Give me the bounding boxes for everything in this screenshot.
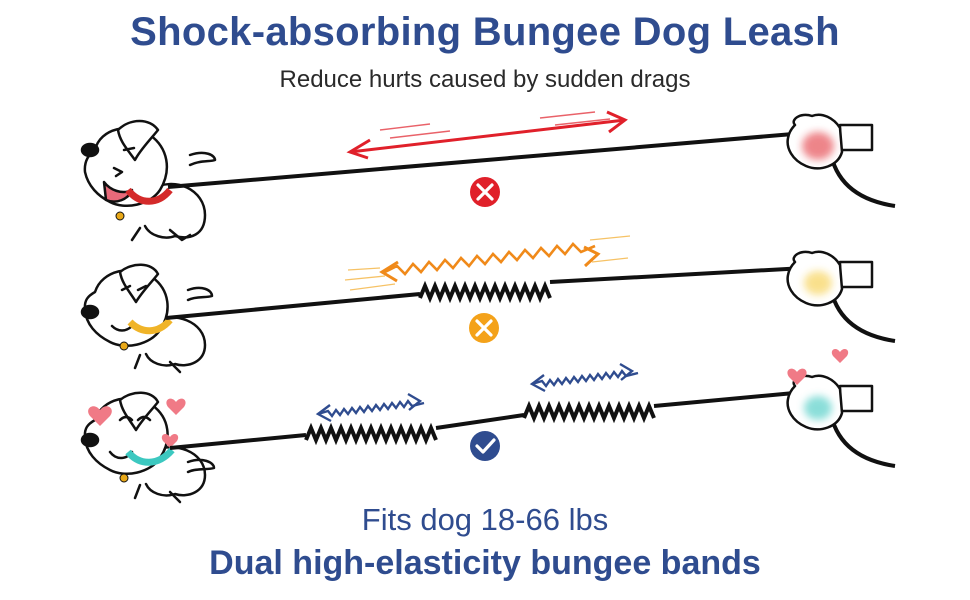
tension-arrow-red <box>349 118 626 154</box>
page-title: Shock-absorbing Bungee Dog Leash <box>130 10 840 54</box>
collar-red <box>125 187 173 205</box>
heart-icon <box>166 398 186 415</box>
tension-arrow-blue <box>529 362 639 393</box>
x-circle-icon <box>469 313 499 343</box>
row-single-bungee <box>80 235 896 374</box>
heart-icon <box>787 368 807 385</box>
collar-tag <box>115 211 125 221</box>
row-dual-bungee <box>80 349 896 504</box>
bungee-coil <box>418 280 552 304</box>
check-circle-icon <box>470 431 500 461</box>
dog-pained-illustration <box>80 119 217 242</box>
page-subtitle: Reduce hurts caused by sudden drags <box>279 66 691 93</box>
tension-arrow-blue <box>315 392 425 423</box>
feature-text: Dual high-elasticity bungee bands <box>209 544 761 582</box>
x-circle-icon <box>470 177 500 207</box>
row-no-bungee <box>80 110 896 242</box>
heart-icon <box>88 406 112 426</box>
bungee-coil-2 <box>522 400 656 424</box>
collar-teal <box>125 447 175 466</box>
heart-icon <box>831 349 849 363</box>
tension-arrow-orange <box>384 242 596 276</box>
heart-icon <box>161 434 179 448</box>
fit-weight-text: Fits dog 18-66 lbs <box>361 502 609 537</box>
leash-line <box>167 131 806 189</box>
bungee-coil-1 <box>304 422 438 446</box>
collar-yellow <box>127 317 173 335</box>
dog-uneasy-illustration <box>80 263 214 374</box>
